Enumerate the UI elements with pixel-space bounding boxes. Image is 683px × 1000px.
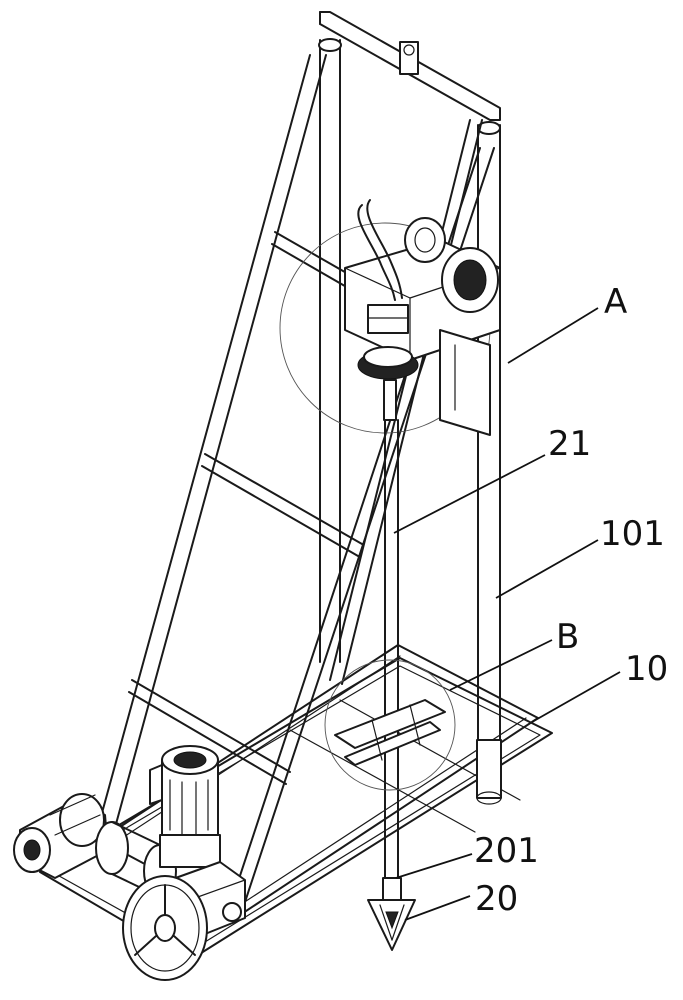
callout-a: A [507, 282, 627, 364]
label-101: 101 [600, 514, 665, 554]
rod-guide-assembly [324, 659, 456, 791]
label-b: B [556, 617, 579, 657]
handwheel [122, 875, 208, 981]
callout-b: B [449, 617, 579, 691]
drill-bit [367, 877, 416, 951]
label-20: 20 [475, 879, 518, 919]
callout-201: 201 [395, 831, 539, 879]
mast-frame [318, 11, 502, 805]
drill-rod [384, 419, 399, 881]
callout-21: 21 [393, 424, 591, 534]
label-201: 201 [474, 831, 539, 871]
callout-20: 20 [404, 879, 518, 921]
winch-motor [13, 793, 109, 879]
label-10: 10 [625, 649, 668, 689]
drive-motor [149, 745, 221, 868]
callout-101: 101 [495, 514, 665, 599]
drive-head-assembly [279, 199, 501, 436]
label-a: A [604, 282, 627, 322]
label-21: 21 [548, 424, 591, 464]
callout-10: 10 [531, 649, 668, 723]
